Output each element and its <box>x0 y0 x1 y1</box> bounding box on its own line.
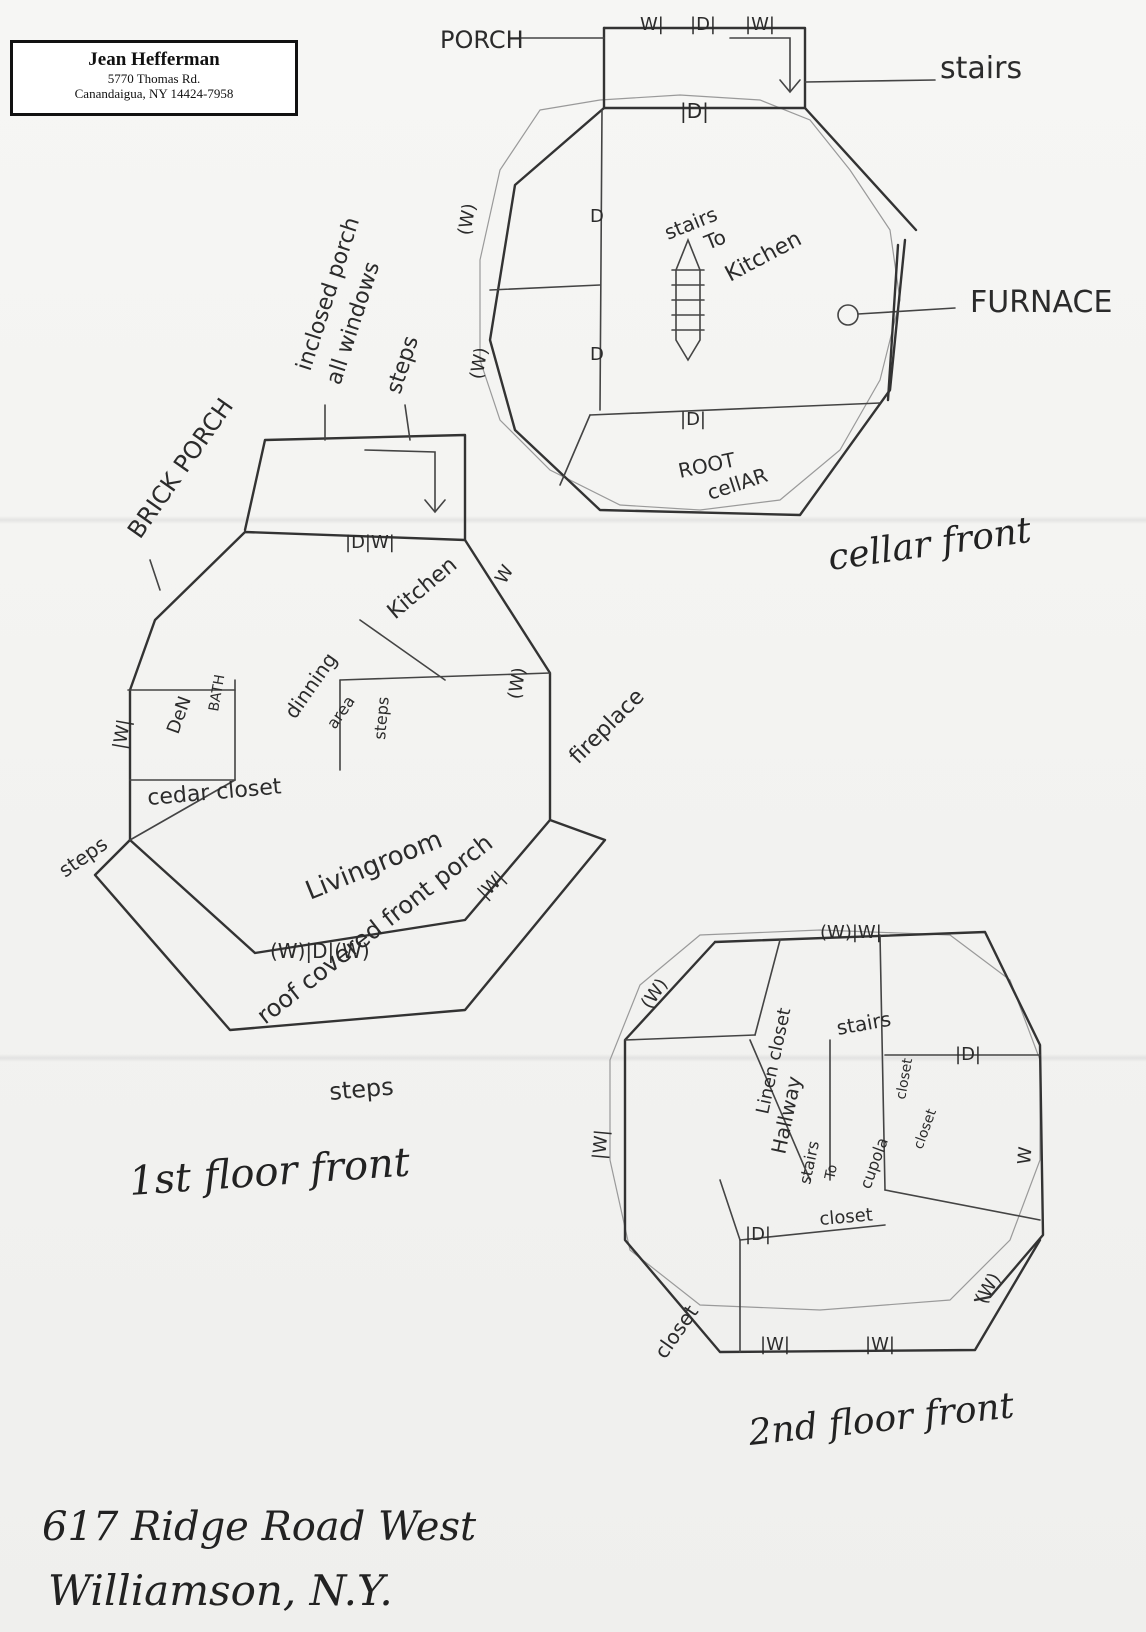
svg-text:|D|: |D| <box>690 14 716 35</box>
enclosed-porch-wall <box>243 433 467 542</box>
footer-address-2: Williamson, N.Y. <box>48 1566 393 1615</box>
svg-text:|D|: |D| <box>745 1224 771 1245</box>
svg-text:(W): (W) <box>454 202 480 237</box>
svg-text:(W)|D|(W): (W)|D|(W) <box>270 939 370 963</box>
svg-text:W|: W| <box>640 14 664 35</box>
label-name: Jean Hefferman <box>88 49 220 70</box>
furnace-pointer <box>857 307 956 315</box>
paper-fold-top <box>0 516 1146 524</box>
svg-text:D: D <box>590 344 604 365</box>
second-floor-plan: Linen closet Hallway stairs stairs To cu… <box>589 922 1045 1454</box>
footer-address-1: 617 Ridge Road West <box>42 1504 477 1550</box>
closet-d-label: closet <box>649 1300 703 1363</box>
steps-top-label: steps <box>382 333 424 397</box>
cellar-caption: cellar front <box>826 510 1035 579</box>
svg-text:|D|W|: |D|W| <box>345 532 395 553</box>
svg-text:(W): (W) <box>971 1269 1005 1307</box>
steps-inner-label: steps <box>370 696 393 740</box>
svg-text:D: D <box>590 206 604 227</box>
label-street: 5770 Thomas Rd. <box>107 71 201 86</box>
stairs-to-kitchen-3: Kitchen <box>721 226 806 287</box>
bath-label: BATH <box>206 673 228 712</box>
svg-text:(W): (W) <box>466 346 492 381</box>
furnace-label: FURNACE <box>970 285 1112 320</box>
svg-text:(W): (W) <box>504 666 530 701</box>
second-floor-octagon-wall <box>713 930 1045 1302</box>
stairs-to-cupola-2: To <box>822 1163 841 1182</box>
svg-text:W: W <box>1014 1146 1036 1166</box>
svg-text:(W)|W|: (W)|W| <box>820 922 882 943</box>
svg-text:|D|: |D| <box>680 99 709 123</box>
first-floor-caption: 1st floor front <box>127 1139 412 1205</box>
svg-text:|W|: |W| <box>589 1129 613 1161</box>
stairs-label-2f: stairs <box>835 1007 893 1040</box>
steps-bottom-label: steps <box>328 1072 395 1106</box>
steps-left-label: steps <box>54 832 112 882</box>
brick-porch-label: BRICK PORCH <box>122 393 239 543</box>
svg-text:|W|: |W| <box>865 1334 895 1355</box>
closet-c-label: closet <box>819 1204 874 1230</box>
closet-a-label: closet <box>893 1056 916 1100</box>
svg-text:|W|: |W| <box>760 1334 790 1355</box>
cellar-octagon-wall <box>602 106 918 232</box>
svg-text:|D|: |D| <box>955 1044 981 1065</box>
furnace-symbol <box>837 304 859 326</box>
porch-label: PORCH <box>440 26 524 54</box>
kitchen-label: Kitchen <box>383 552 462 624</box>
address-label: Jean Hefferman 5770 Thomas Rd. Canandaig… <box>10 40 298 116</box>
stairs-to-cupola-3: cupola <box>856 1135 892 1191</box>
closet-b-label: closet <box>911 1106 940 1151</box>
paper-fold-bottom <box>0 1054 1146 1062</box>
stairs-label: stairs <box>940 51 1022 86</box>
cellar-stair-arrow <box>729 37 801 94</box>
svg-text:|D|: |D| <box>680 409 706 430</box>
cellar-stairs-symbol <box>671 237 705 362</box>
first-floor-octagon-wall <box>128 530 552 955</box>
first-floor-plan: BRICK PORCH inclosed porch all windows s… <box>54 214 649 1205</box>
stairs-to-cupola-1: stairs <box>795 1139 823 1186</box>
dining-label-2: area <box>323 692 359 732</box>
den-label: DeN <box>163 693 196 736</box>
svg-text:|W|: |W| <box>109 718 135 751</box>
label-city: Canandaigua, NY 14424-7958 <box>74 86 234 101</box>
cellar-plan: PORCH stairs stairs To Kitchen FURNACE R… <box>440 14 1112 579</box>
second-floor-caption: 2nd floor front <box>746 1385 1017 1454</box>
svg-text:(W): (W) <box>637 975 672 1013</box>
svg-text:|W|: |W| <box>745 14 775 35</box>
brick-porch-pointer <box>149 559 161 591</box>
stairs-pointer <box>804 79 936 83</box>
fireplace-label: fireplace <box>565 684 650 769</box>
svg-text:W: W <box>491 561 518 587</box>
steps-pointer <box>404 404 411 441</box>
